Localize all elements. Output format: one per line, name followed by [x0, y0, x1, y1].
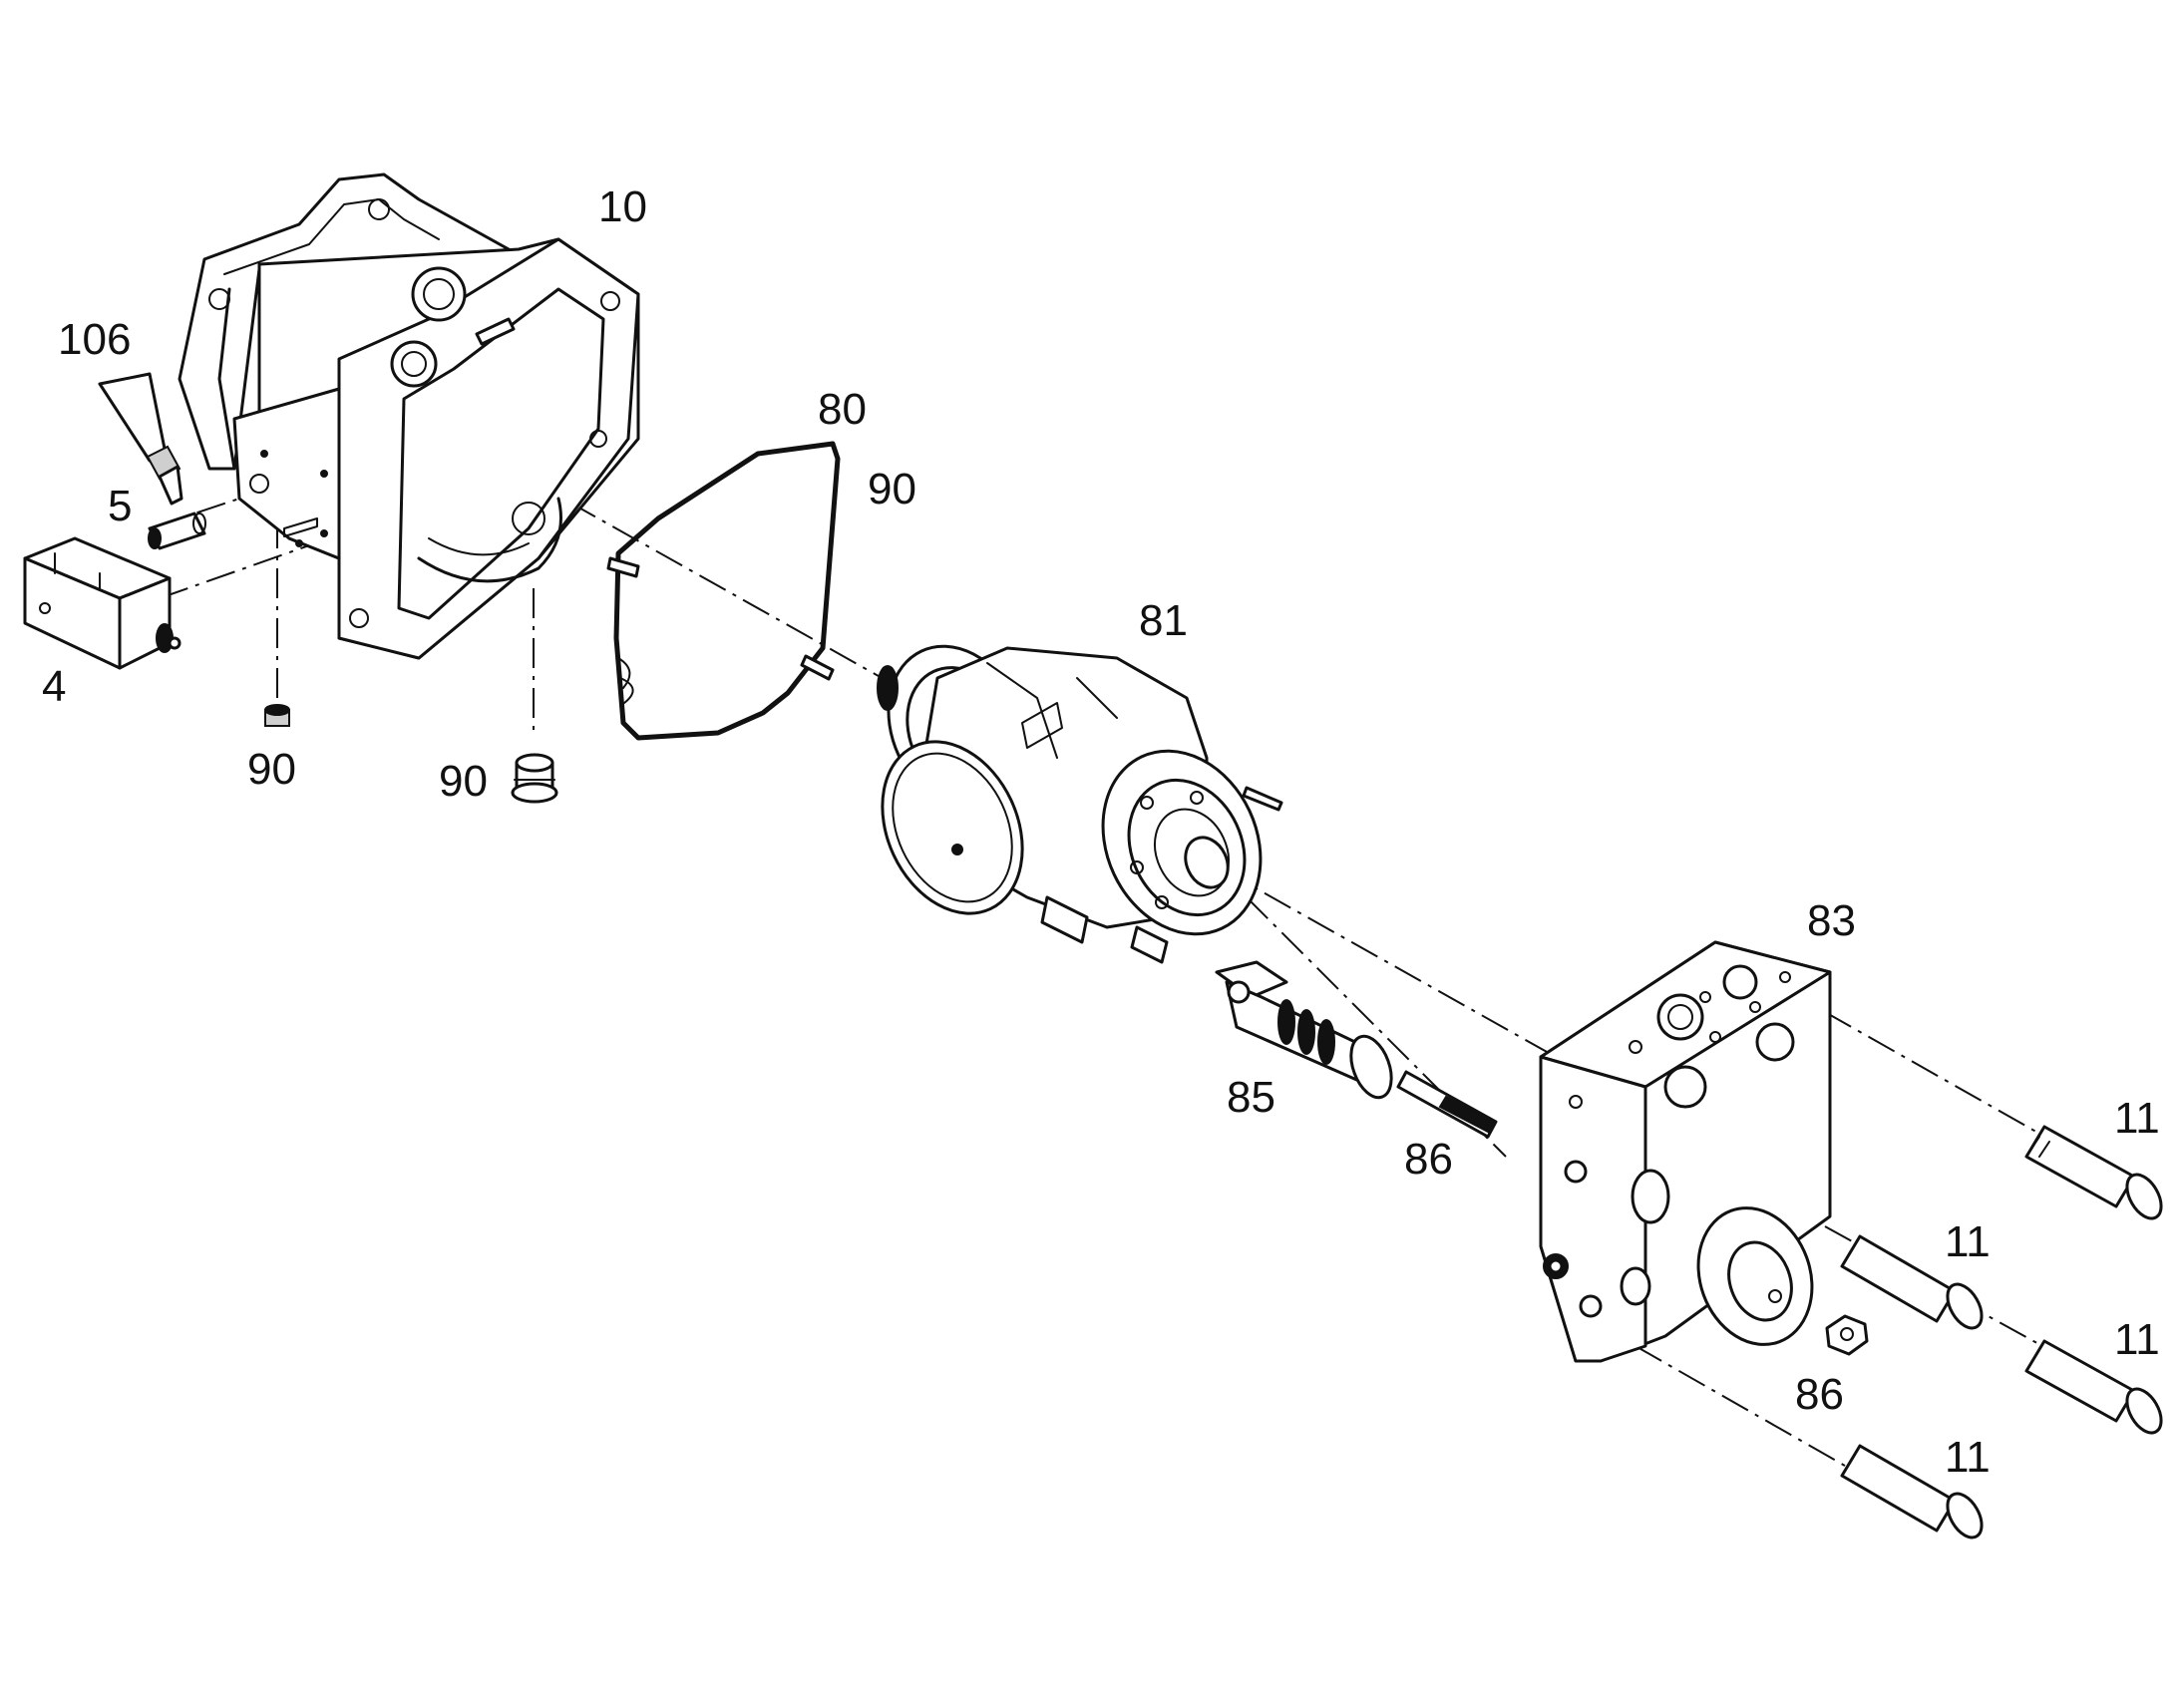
callout-11-bottom: 11: [1945, 1433, 1991, 1482]
callout-83: 83: [1807, 896, 1856, 945]
callout-80: 80: [818, 385, 867, 434]
module-part-4: [23, 536, 182, 670]
module-axis: [159, 537, 330, 599]
callout-106: 106: [58, 315, 131, 364]
gasket-part-80: [613, 441, 841, 741]
plug-part-90: [511, 753, 558, 804]
callout-11-top: 11: [2114, 1094, 2160, 1143]
housing-part-10: [178, 172, 640, 660]
main-axis: [438, 428, 1716, 1148]
spool-part-85: [1215, 960, 1393, 1100]
callout-85: 85: [1227, 1073, 1275, 1122]
cap-screw-part-11-top: [2024, 1125, 2163, 1220]
port-plate-part-83: [1539, 940, 1832, 1363]
bolt-axis-bottom: [1635, 1345, 1846, 1467]
callout-90-drain: 90: [247, 745, 296, 794]
bolt-axis-top: [1824, 1011, 2125, 1183]
cap-screw-part-11-bottom: [1840, 1444, 1984, 1539]
cap-screw-part-11-right: [2024, 1339, 2163, 1435]
drain-screw-part-90: [264, 704, 290, 727]
callout-11-mid: 11: [1945, 1217, 1991, 1266]
callout-81: 81: [1139, 596, 1188, 645]
callout-90-pins: 90: [868, 465, 916, 513]
sealant-tube-part-106: [98, 372, 183, 506]
callout-4: 4: [42, 662, 66, 711]
callout-86-nut: 86: [1795, 1370, 1844, 1419]
pins-part-90: [606, 556, 835, 681]
callout-90-plug: 90: [439, 757, 488, 806]
callout-11-right: 11: [2114, 1315, 2160, 1364]
callout-10: 10: [598, 182, 647, 231]
threaded-pin-part-86: [1396, 1070, 1498, 1139]
callout-5: 5: [108, 482, 132, 530]
callout-labels: 10 106 5 4 90 90 80 90 81 83 85 86 86 11…: [42, 182, 2160, 1482]
cartridge-part-5: [148, 512, 206, 550]
rotary-group-part-81: [877, 644, 1283, 964]
cap-screw-part-11-mid: [1840, 1234, 1984, 1330]
callout-86-pin: 86: [1404, 1135, 1453, 1184]
nut-part-86: [1825, 1314, 1869, 1356]
